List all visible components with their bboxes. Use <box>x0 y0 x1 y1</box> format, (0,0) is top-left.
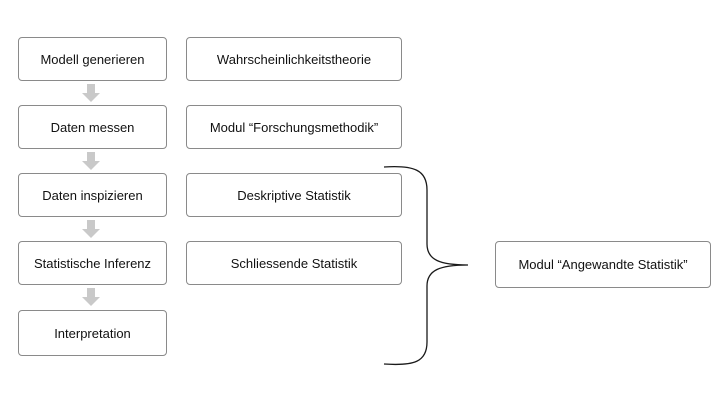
topic-schliessende-statistik: Schliessende Statistik <box>186 241 402 285</box>
step-label: Statistische Inferenz <box>33 255 152 271</box>
down-arrow-icon <box>82 288 100 308</box>
topic-forschungsmethodik: Modul “Forschungsmethodik” <box>186 105 402 149</box>
step-statistische-inferenz: Statistische Inferenz <box>18 241 167 285</box>
down-arrow-icon <box>82 220 100 240</box>
step-label: Interpretation <box>54 325 131 341</box>
topic-deskriptive-statistik: Deskriptive Statistik <box>186 173 402 217</box>
step-label: Modell generieren <box>40 51 145 67</box>
step-daten-inspizieren: Daten inspizieren <box>18 173 167 217</box>
module-angewandte-statistik: Modul “Angewandte Statistik” <box>495 241 711 288</box>
step-modell-generieren: Modell generieren <box>18 37 167 81</box>
step-label: Daten inspizieren <box>42 187 143 203</box>
step-interpretation: Interpretation <box>18 310 167 356</box>
module-label: Modul “Angewandte Statistik” <box>518 257 688 272</box>
step-daten-messen: Daten messen <box>18 105 167 149</box>
topic-wahrscheinlichkeitstheorie: Wahrscheinlichkeitstheorie <box>186 37 402 81</box>
topic-label: Modul “Forschungsmethodik” <box>209 119 379 135</box>
topic-label: Wahrscheinlichkeitstheorie <box>216 51 372 67</box>
down-arrow-icon <box>82 84 100 104</box>
step-label: Daten messen <box>50 119 135 135</box>
topic-label: Schliessende Statistik <box>230 255 358 271</box>
down-arrow-icon <box>82 152 100 172</box>
topic-label: Deskriptive Statistik <box>237 187 351 203</box>
